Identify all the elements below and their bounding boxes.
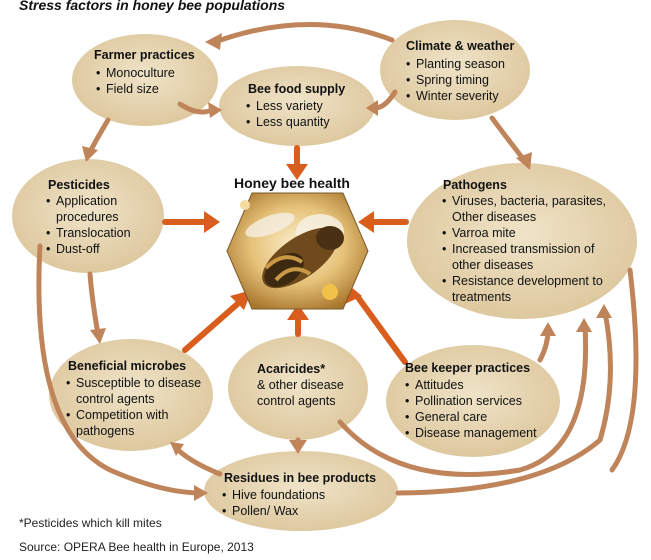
arrow-acaricides-to-pathogens: [337, 323, 589, 477]
beekeeper-title: Bee keeper practices: [405, 361, 531, 375]
list-item: Planting season: [406, 56, 505, 72]
list-item: Spring timing: [406, 72, 505, 88]
list-item: Susceptible to disease control agents: [66, 375, 206, 407]
arrow-microbes-to-center: [182, 297, 245, 353]
list-item: Pollination services: [405, 393, 537, 409]
arrowhead: [289, 440, 307, 454]
arrowhead: [540, 322, 556, 336]
climate-list: Planting season Spring timing Winter sev…: [406, 56, 505, 104]
pathogens-title: Pathogens: [443, 178, 507, 192]
acaricides-subtitle-line1: & other disease: [257, 378, 344, 392]
oval-acaricides: [228, 336, 368, 440]
list-item: Competition with pathogens: [66, 407, 206, 439]
list-item: Resistance development to treatments: [442, 273, 620, 305]
arrowhead: [366, 100, 378, 116]
arrowhead: [90, 328, 106, 344]
bee-image: [240, 200, 344, 300]
list-item: Less variety: [246, 98, 330, 114]
residues-list: Hive foundations Pollen/ Wax: [222, 487, 325, 519]
list-item: Winter severity: [406, 88, 505, 104]
arrowhead: [576, 318, 592, 332]
list-item: Viruses, bacteria, parasites, Other dise…: [442, 193, 620, 225]
list-item: General care: [405, 409, 537, 425]
arrowhead: [205, 33, 222, 50]
arrowhead: [596, 304, 612, 318]
arrow-climate-to-farmer: [212, 22, 395, 45]
list-item: Hive foundations: [222, 487, 325, 503]
microbes-list: Susceptible to disease control agents Co…: [66, 375, 206, 439]
arrow-climate-to-pathogens: [489, 115, 527, 163]
list-item: Dust-off: [46, 241, 136, 257]
farmer-list: Monoculture Field size: [96, 65, 175, 97]
list-item: Disease management: [405, 425, 537, 441]
food-title: Bee food supply: [248, 82, 346, 96]
list-item: Increased transmission of other diseases: [442, 241, 620, 273]
residues-title: Residues in bee products: [224, 471, 377, 485]
list-item: Application procedures: [46, 193, 136, 225]
pesticides-list: Application procedures Translocation Dus…: [46, 193, 136, 257]
center-title: Honey bee health: [234, 175, 350, 191]
beekeeper-list: Attitudes Pollination services General c…: [405, 377, 537, 441]
acaricides-subtitle-line2: control agents: [257, 394, 336, 408]
climate-title: Climate & weather: [406, 39, 515, 53]
arrowhead: [287, 304, 309, 320]
arrow-pesticides-to-residues: [36, 243, 201, 496]
pathogens-list: Viruses, bacteria, parasites, Other dise…: [442, 193, 620, 305]
arrow-pathogens-return: [609, 267, 639, 473]
arrowhead: [194, 485, 208, 501]
arrow-residues-to-pathogens: [395, 309, 613, 496]
arrow-residues-to-microbes: [173, 445, 223, 477]
list-item: Varroa mite: [442, 225, 620, 241]
list-item: Pollen/ Wax: [222, 503, 325, 519]
arrowhead: [82, 146, 98, 162]
footnote: *Pesticides which kill mites: [19, 516, 162, 530]
list-item: Field size: [96, 81, 175, 97]
list-item: Less quantity: [246, 114, 330, 130]
acaricides-title: Acaricides*: [257, 362, 326, 376]
list-item: Monoculture: [96, 65, 175, 81]
arrowhead: [286, 164, 308, 180]
list-item: Attitudes: [405, 377, 537, 393]
food-list: Less variety Less quantity: [246, 98, 330, 130]
arrowhead: [170, 442, 184, 456]
arrowhead: [204, 211, 220, 233]
list-item: Translocation: [46, 225, 136, 241]
arrow-beekeeper-to-center: [354, 293, 408, 365]
arrowhead: [208, 102, 222, 118]
microbes-title: Beneficial microbes: [68, 359, 187, 373]
arrow-farmer-to-pesticides: [87, 117, 111, 155]
source-line: Source: OPERA Bee health in Europe, 2013: [19, 540, 254, 554]
arrowhead: [516, 152, 532, 170]
arrowhead: [358, 211, 374, 233]
figure-title: Stress factors in honey bee populations: [19, 0, 286, 13]
farmer-title: Farmer practices: [94, 48, 195, 62]
pesticides-title: Pesticides: [48, 178, 110, 192]
arrow-pesticides-to-microbes: [87, 271, 101, 337]
